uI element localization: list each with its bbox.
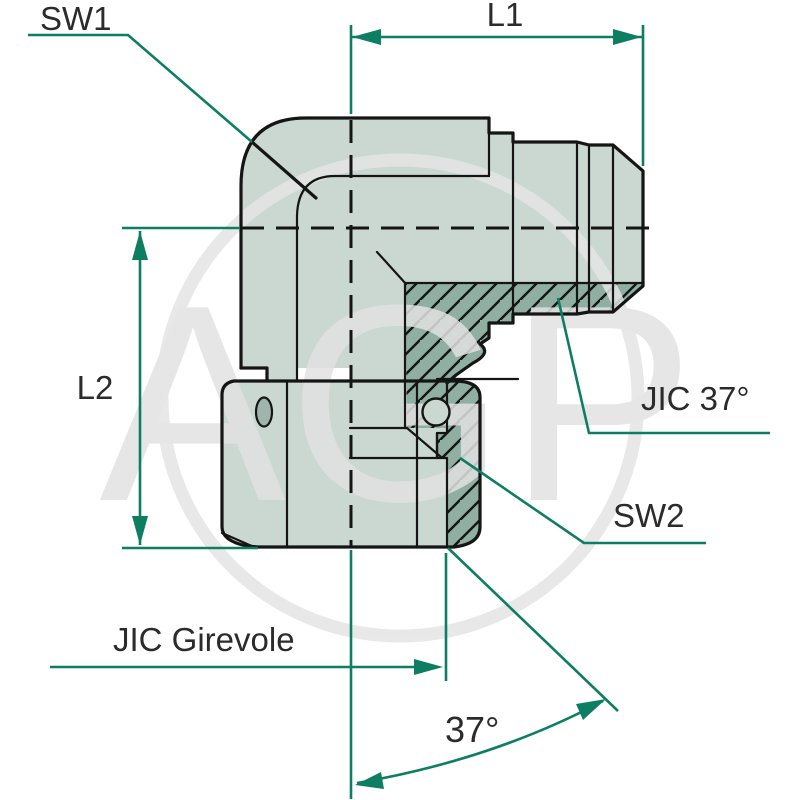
leader-sw2 [459,456,706,545]
watermark-ring [155,153,645,643]
flare-seat-lines [348,426,443,460]
leg-bottom-edge [239,366,269,383]
dim-angle-37 [349,547,619,799]
label-sw1: SW1 [40,0,112,37]
label-angle-37: 37° [445,709,499,750]
angle-arc [356,699,604,785]
leader-jic-37 [556,297,770,435]
l2-arrow-bottom [132,516,148,545]
elbow-body-outline [239,116,645,385]
angle-arrow-left [355,772,384,789]
nut-slot-hole [254,396,274,428]
l1-arrow-right [613,29,642,45]
inner-corner-line [295,174,491,370]
watermark-text: AGP [99,248,696,560]
angle-flank-line [447,547,619,712]
girevole-arrow [414,659,443,675]
leader-sw1 [28,33,253,143]
dim-jic-girevole [50,553,448,681]
linework [220,116,645,549]
dim-l2 [122,226,258,550]
label-jic-37: JIC 37° [641,380,750,417]
l2-arrow-top [132,231,148,260]
dimensions [28,25,770,799]
neck [267,366,297,383]
watermark: AGP [99,153,696,643]
label-sw2: SW2 [613,497,685,534]
label-l2: L2 [77,369,114,406]
l1-arrow-left [352,29,381,45]
labels: SW1 L1 L2 JIC 37° SW2 JIC Girevole 37° [40,0,750,750]
cross-section-hatch-male [405,283,643,428]
label-l1: L1 [487,0,524,33]
bore-diagonal [375,250,408,286]
nut-bottom-chamfer [220,531,256,549]
centerlines [241,120,661,547]
label-jic-girevole: JIC Girevole [113,621,295,658]
hatch-nut-outline [435,379,482,549]
angle-arrow-right [576,699,606,720]
dim-l1 [349,25,645,166]
ball-detail [421,397,451,427]
